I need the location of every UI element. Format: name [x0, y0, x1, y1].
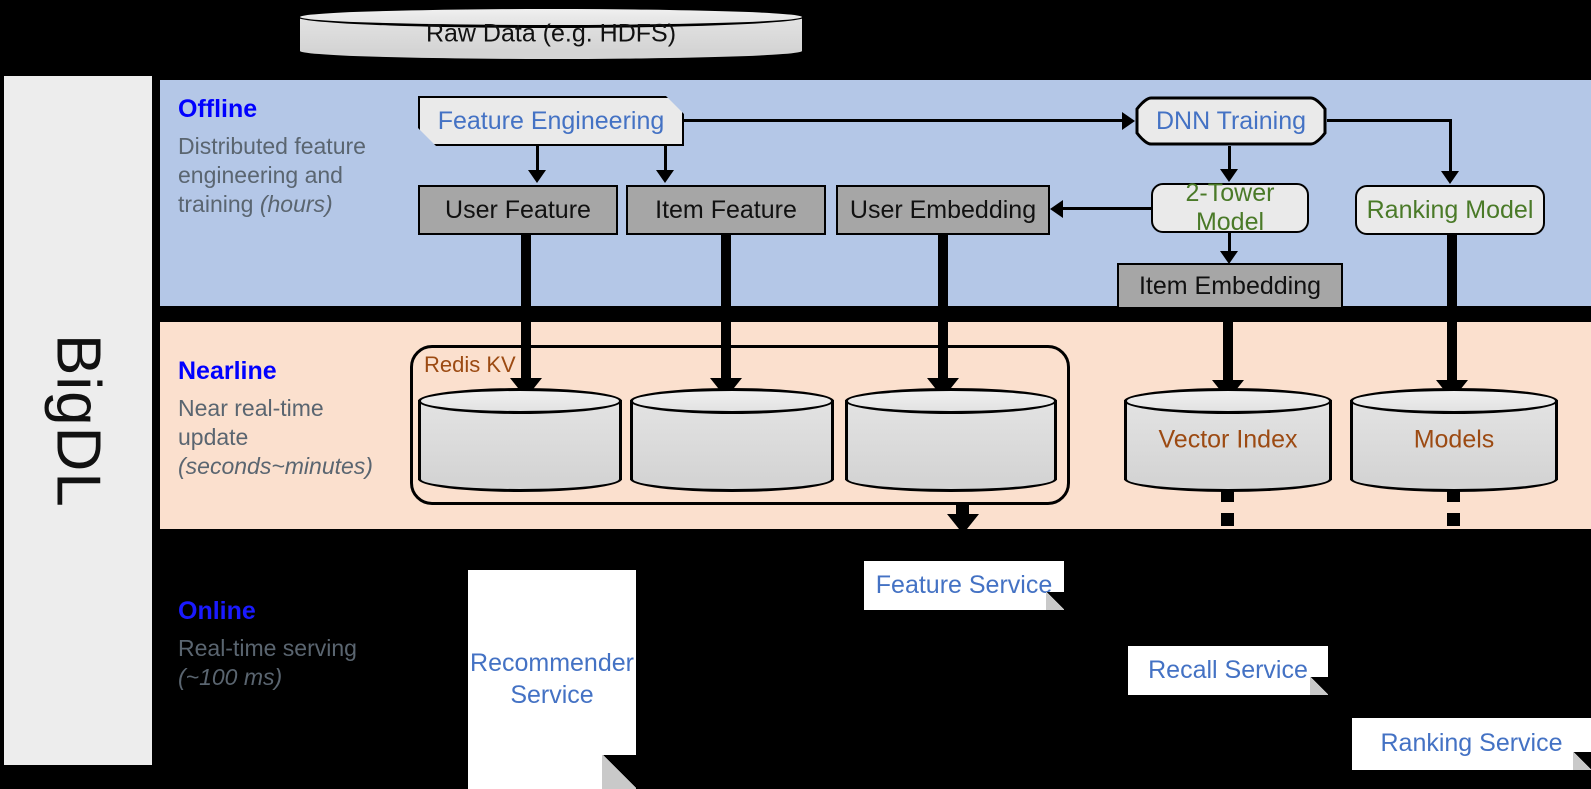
vector-index-cylinder[interactable]: Vector Index: [1124, 388, 1332, 492]
arrowhead-rawdata-fe: [534, 60, 566, 80]
arrowhead-dnn-ranking: [1441, 171, 1459, 184]
pipe-user-embedding: [938, 235, 948, 385]
node-feature-engineering-label: Feature Engineering: [437, 106, 665, 135]
dnn-training-shape: [1135, 96, 1327, 146]
caption-nearline: Nearline Near real-time update (seconds~…: [178, 357, 378, 482]
redis-cylinder-3[interactable]: [845, 388, 1057, 492]
models-cylinder[interactable]: Models: [1350, 388, 1558, 492]
page-fold-icon: [1310, 677, 1328, 695]
caption-online: Online Real-time serving (~100 ms): [178, 597, 378, 692]
node-item-embedding-label: Item Embedding: [1138, 271, 1322, 300]
node-user-feature-label: User Feature: [445, 195, 591, 224]
cylinder-top: [297, 6, 805, 28]
page-fold-icon: [602, 755, 636, 789]
node-user-embedding[interactable]: User Embedding: [836, 185, 1050, 235]
node-item-embedding[interactable]: Item Embedding: [1117, 263, 1343, 309]
redis-kv-group[interactable]: [410, 345, 1070, 505]
raw-data-label: Raw Data (e.g. HDFS): [425, 19, 677, 48]
arrowhead-fe-userfeature: [528, 170, 546, 183]
arrowhead-2tower-itemembedding: [1220, 251, 1238, 264]
stub-vector-index-a: [1221, 489, 1234, 502]
pipe-item-feature: [721, 235, 731, 385]
page-fold-icon: [1573, 752, 1591, 770]
service-feature[interactable]: Feature Service: [864, 561, 1064, 610]
service-recall-label: Recall Service: [1148, 655, 1308, 684]
stub-models-b: [1447, 513, 1460, 526]
cylinder-top: [1350, 388, 1558, 414]
connector-dnn-2tower: [1228, 146, 1231, 170]
arrowhead-2tower-userembedding: [1050, 200, 1063, 218]
connector-2tower-userembedding: [1063, 207, 1153, 210]
stub-redis-feature-service: [956, 503, 969, 516]
arrowhead-redis-feature-service: [947, 514, 979, 534]
connector-fe-itemfeature: [664, 146, 667, 171]
service-recall[interactable]: Recall Service: [1128, 646, 1328, 695]
node-dnn-training[interactable]: DNN Training: [1135, 96, 1327, 146]
bigdl-sidebar: BigDL: [4, 76, 152, 765]
connector-dnn-ranking-h: [1327, 119, 1452, 122]
connector-2tower-itemembedding: [1228, 233, 1231, 253]
page-fold-icon: [1046, 592, 1064, 610]
caption-nearline-desc: Near real-time update (seconds~minutes): [178, 394, 373, 480]
stub-models-a: [1447, 489, 1460, 502]
raw-data-cylinder[interactable]: Raw Data (e.g. HDFS): [297, 6, 805, 62]
node-two-tower-model-label: 2-Tower Model: [1185, 179, 1275, 236]
pipe-item-embedding: [1223, 309, 1233, 387]
cylinder-top: [1124, 388, 1332, 414]
caption-offline: Offline Distributed feature engineering …: [178, 95, 378, 220]
node-two-tower-model[interactable]: 2-Tower Model: [1151, 179, 1309, 236]
cylinder-top: [630, 388, 834, 414]
caption-online-desc: Real-time serving (~100 ms): [178, 634, 357, 690]
service-recommender-label: Recommender Service: [470, 649, 634, 709]
pipe-ranking-model: [1447, 235, 1457, 387]
caption-offline-desc: Distributed feature engineering and trai…: [178, 132, 366, 218]
node-item-feature-label: Item Feature: [655, 195, 797, 224]
node-user-embedding-label: User Embedding: [849, 195, 1037, 224]
models-label: Models: [1413, 425, 1495, 454]
arrowhead-fe-itemfeature: [656, 170, 674, 183]
vector-index-label: Vector Index: [1158, 425, 1298, 454]
service-recommender[interactable]: Recommender Service: [468, 570, 636, 789]
caption-offline-title: Offline: [178, 95, 258, 123]
service-ranking-label: Ranking Service: [1380, 729, 1563, 758]
service-ranking[interactable]: Ranking Service: [1352, 718, 1591, 770]
node-ranking-model[interactable]: Ranking Model: [1355, 185, 1545, 235]
connector-fe-userfeature: [536, 146, 539, 171]
bigdl-label: BigDL: [43, 333, 113, 508]
redis-kv-label: Redis KV: [424, 352, 516, 377]
connector-fe-dnn: [684, 119, 1122, 122]
caption-online-title: Online: [178, 597, 256, 625]
redis-cylinder-2[interactable]: [630, 388, 834, 492]
caption-nearline-title: Nearline: [178, 357, 277, 385]
arrowhead-dnn-2tower: [1220, 169, 1238, 182]
pipe-user-feature: [521, 235, 531, 385]
stub-vector-index-b: [1221, 513, 1234, 526]
node-user-feature[interactable]: User Feature: [418, 185, 618, 235]
redis-cylinder-1[interactable]: [418, 388, 622, 492]
service-feature-label: Feature Service: [875, 570, 1053, 599]
arrowhead-fe-dnn: [1122, 112, 1135, 130]
connector-dnn-ranking-v: [1449, 119, 1452, 172]
cylinder-top: [845, 388, 1057, 414]
node-ranking-model-label: Ranking Model: [1366, 195, 1534, 224]
node-feature-engineering[interactable]: Feature Engineering: [418, 96, 684, 146]
node-dnn-training-label: DNN Training: [1155, 106, 1307, 135]
node-item-feature[interactable]: Item Feature: [626, 185, 826, 235]
cylinder-top: [418, 388, 622, 414]
